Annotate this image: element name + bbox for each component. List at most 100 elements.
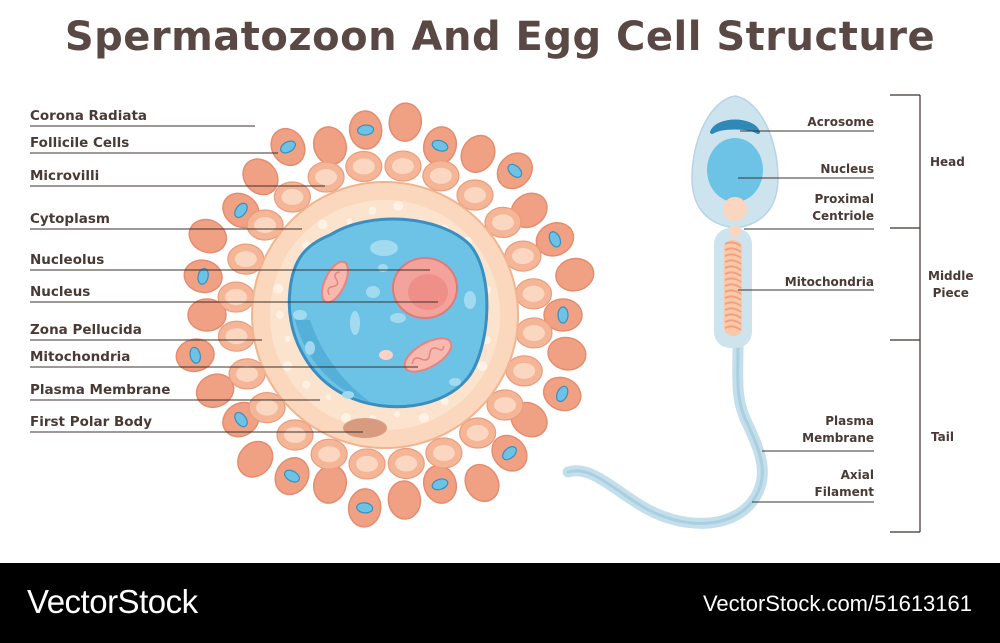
- corona-cell: [387, 480, 422, 520]
- corona-cell: [270, 127, 306, 167]
- coil-segment: [724, 271, 742, 277]
- label-nucleus: Nucleus: [30, 284, 91, 300]
- follicle-cell: [345, 150, 383, 183]
- egg-cell: [175, 102, 595, 528]
- nucleus-spot: [378, 264, 388, 272]
- label-microvilli: Microvilli: [30, 168, 100, 184]
- follicle-cell: [514, 278, 553, 310]
- label-mitochondria-sperm: Mitochondria: [784, 275, 874, 289]
- follicle-cell: [307, 161, 345, 193]
- coil-segment: [724, 241, 742, 247]
- granule: [284, 335, 291, 342]
- corona-cell: [422, 464, 458, 504]
- nucleus-spot: [366, 286, 380, 298]
- follicle-cell: [486, 389, 524, 421]
- corona-cell: [175, 338, 215, 373]
- nucleus-shade: [295, 320, 370, 402]
- corona-cell: [555, 257, 595, 292]
- coil-segment: [724, 301, 742, 307]
- corona-cell: [187, 298, 227, 332]
- stock-id-text: VectorStock.com/51613161: [702, 591, 972, 616]
- nucleus-spot: [305, 341, 315, 355]
- corona-cell: [388, 102, 423, 142]
- label-corona-radiata: Corona Radiata: [30, 108, 148, 124]
- corona-cell: [188, 218, 228, 254]
- follicle-cell: [217, 320, 256, 352]
- follicle-cell: [387, 447, 425, 480]
- label-plasma-membrane-sperm: Plasma Membrane: [802, 414, 874, 445]
- corona-cell: [535, 222, 575, 257]
- follicle-cell: [227, 243, 265, 275]
- follicle-cell: [505, 355, 543, 387]
- granule: [477, 361, 488, 372]
- follicle-cell: [515, 317, 553, 349]
- granule: [394, 411, 401, 418]
- follicle-cell: [246, 209, 284, 241]
- follicle-cell: [228, 358, 266, 390]
- follicle-cell: [276, 419, 314, 451]
- sperm-nucleus: [707, 138, 763, 202]
- label-zona-pellucida: Zona Pellucida: [30, 322, 142, 338]
- section-head: Head: [930, 155, 965, 169]
- corona-cell: [348, 110, 383, 150]
- follicle-cell: [384, 150, 422, 182]
- coil-segment: [724, 295, 742, 301]
- corona-cell: [543, 298, 583, 332]
- granule: [440, 397, 449, 406]
- nucleus-spot: [464, 291, 476, 309]
- nucleus-spot: [350, 311, 360, 335]
- follicle-cell: [422, 160, 460, 192]
- spermatozoon: [562, 95, 779, 529]
- follicle-cell: [459, 417, 497, 449]
- coil-segment: [724, 307, 742, 313]
- granule: [317, 219, 328, 230]
- corona-cell: [183, 259, 223, 294]
- page-title: Spermatozoon And Egg Cell Structure: [64, 14, 936, 60]
- corona-cell: [274, 457, 310, 496]
- diagram-canvas: [30, 94, 921, 533]
- corona-radiata: [175, 102, 595, 528]
- label-mitochondria-egg: Mitochondria: [30, 349, 131, 365]
- coil-segment: [724, 265, 742, 271]
- coil-segment: [724, 319, 742, 325]
- corona-cell: [237, 440, 274, 478]
- first-polar-body: [343, 418, 387, 438]
- footer-bar: VectorStock VectorStock.com/51613161: [0, 563, 1000, 643]
- granule: [276, 311, 284, 319]
- section-bracket: [890, 94, 921, 533]
- follicle-cell: [425, 437, 463, 469]
- sperm-tail: [562, 339, 768, 529]
- granule: [273, 283, 284, 294]
- mitochondria-egg-2: [403, 337, 453, 373]
- granule: [282, 361, 293, 372]
- follicle-cell: [484, 206, 522, 238]
- distal-centriole: [729, 225, 741, 237]
- coil-segment: [724, 283, 742, 289]
- granule: [393, 200, 404, 211]
- nucleus-spot: [449, 378, 461, 386]
- granule: [325, 394, 332, 401]
- granule: [368, 206, 377, 215]
- nucleus-spot: [342, 391, 354, 399]
- coil-segment: [724, 247, 742, 253]
- label-axial-filament: Axial Filament: [814, 468, 874, 499]
- label-plasma-membrane-egg: Plasma Membrane: [30, 382, 171, 398]
- coil-segment: [724, 253, 742, 259]
- mitochondria-coil: [724, 241, 742, 331]
- label-acrosome: Acrosome: [807, 115, 874, 129]
- corona-cell: [496, 152, 533, 190]
- granule: [302, 380, 311, 389]
- follicle-cell: [504, 240, 542, 272]
- label-follicile-cells: Follicile Cells: [30, 135, 130, 151]
- follicle-cell: [217, 281, 255, 313]
- nucleus-spot: [370, 240, 398, 256]
- label-nucleus-sperm: Nucleus: [820, 162, 874, 176]
- egg-leader-lines: [30, 125, 438, 433]
- axial-filament-line: [566, 343, 764, 525]
- proximal-centriole: [723, 197, 747, 221]
- coil-segment: [724, 313, 742, 319]
- label-proximal-centriole: Proximal Centriole: [812, 192, 874, 223]
- section-tail: Tail: [931, 430, 954, 444]
- corona-cell: [547, 336, 587, 371]
- corona-cell: [491, 434, 528, 472]
